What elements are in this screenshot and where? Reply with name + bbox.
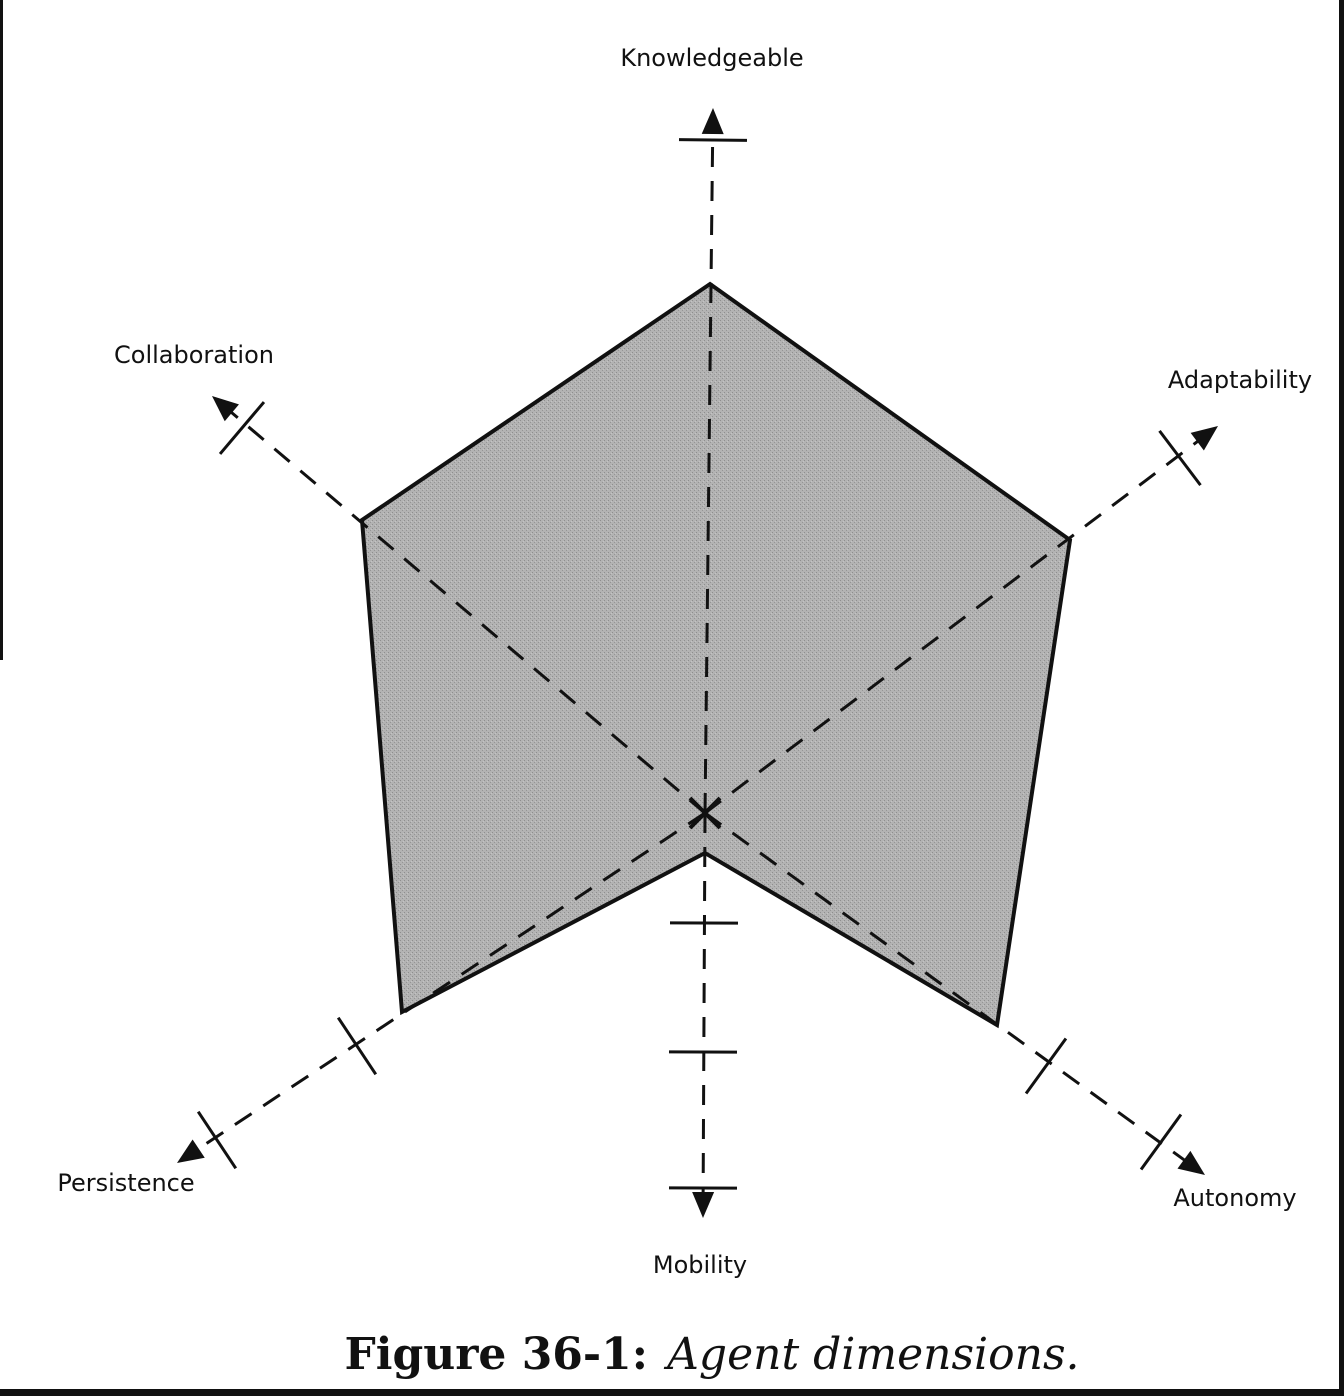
axis-arrowheads bbox=[177, 108, 1218, 1218]
scan-bottom-edge bbox=[0, 1389, 1344, 1396]
scan-left-edge bbox=[0, 0, 3, 660]
origin-mark bbox=[688, 796, 722, 830]
axis-line-collaboration bbox=[221, 403, 706, 815]
tick-autonomy-1 bbox=[1024, 1037, 1068, 1095]
axis-label-autonomy: Autonomy bbox=[1173, 1184, 1296, 1212]
tick-adaptability-1 bbox=[1158, 429, 1202, 487]
arrowhead-autonomy bbox=[1177, 1150, 1205, 1175]
agent-dimension-polygon bbox=[359, 281, 1073, 1029]
arrowhead-persistence bbox=[177, 1139, 205, 1163]
axis-ticks bbox=[196, 138, 1202, 1190]
axis-label-collaboration: Collaboration bbox=[114, 341, 274, 369]
tick-knowledgeable-1 bbox=[678, 138, 748, 142]
tick-collaboration-1 bbox=[218, 401, 266, 455]
arrowhead-adaptability bbox=[1190, 426, 1218, 451]
axis-line-adaptability bbox=[704, 433, 1208, 815]
tick-autonomy-2 bbox=[1139, 1113, 1183, 1171]
axis-line-mobility bbox=[701, 812, 707, 1205]
arrowhead-collaboration bbox=[212, 396, 239, 422]
tick-persistence-2 bbox=[196, 1110, 238, 1170]
tick-persistence-1 bbox=[336, 1016, 378, 1076]
axis-line-knowledgeable bbox=[703, 121, 715, 814]
caption-number: Figure 36-1: bbox=[344, 1329, 648, 1380]
axes-layer bbox=[187, 121, 1208, 1205]
axis-label-knowledgeable: Knowledgeable bbox=[620, 44, 803, 72]
figure-caption: Figure 36-1: Agent dimensions. bbox=[344, 1329, 1079, 1380]
axis-line-persistence bbox=[187, 811, 706, 1157]
caption-title: Agent dimensions. bbox=[663, 1329, 1079, 1380]
axis-label-adaptability: Adaptability bbox=[1168, 366, 1312, 394]
axis-label-mobility: Mobility bbox=[653, 1251, 747, 1279]
arrowhead-knowledgeable bbox=[701, 108, 724, 135]
axis-label-persistence: Persistence bbox=[57, 1169, 194, 1197]
arrowhead-mobility bbox=[692, 1191, 715, 1218]
scan-right-edge bbox=[1339, 0, 1344, 1396]
